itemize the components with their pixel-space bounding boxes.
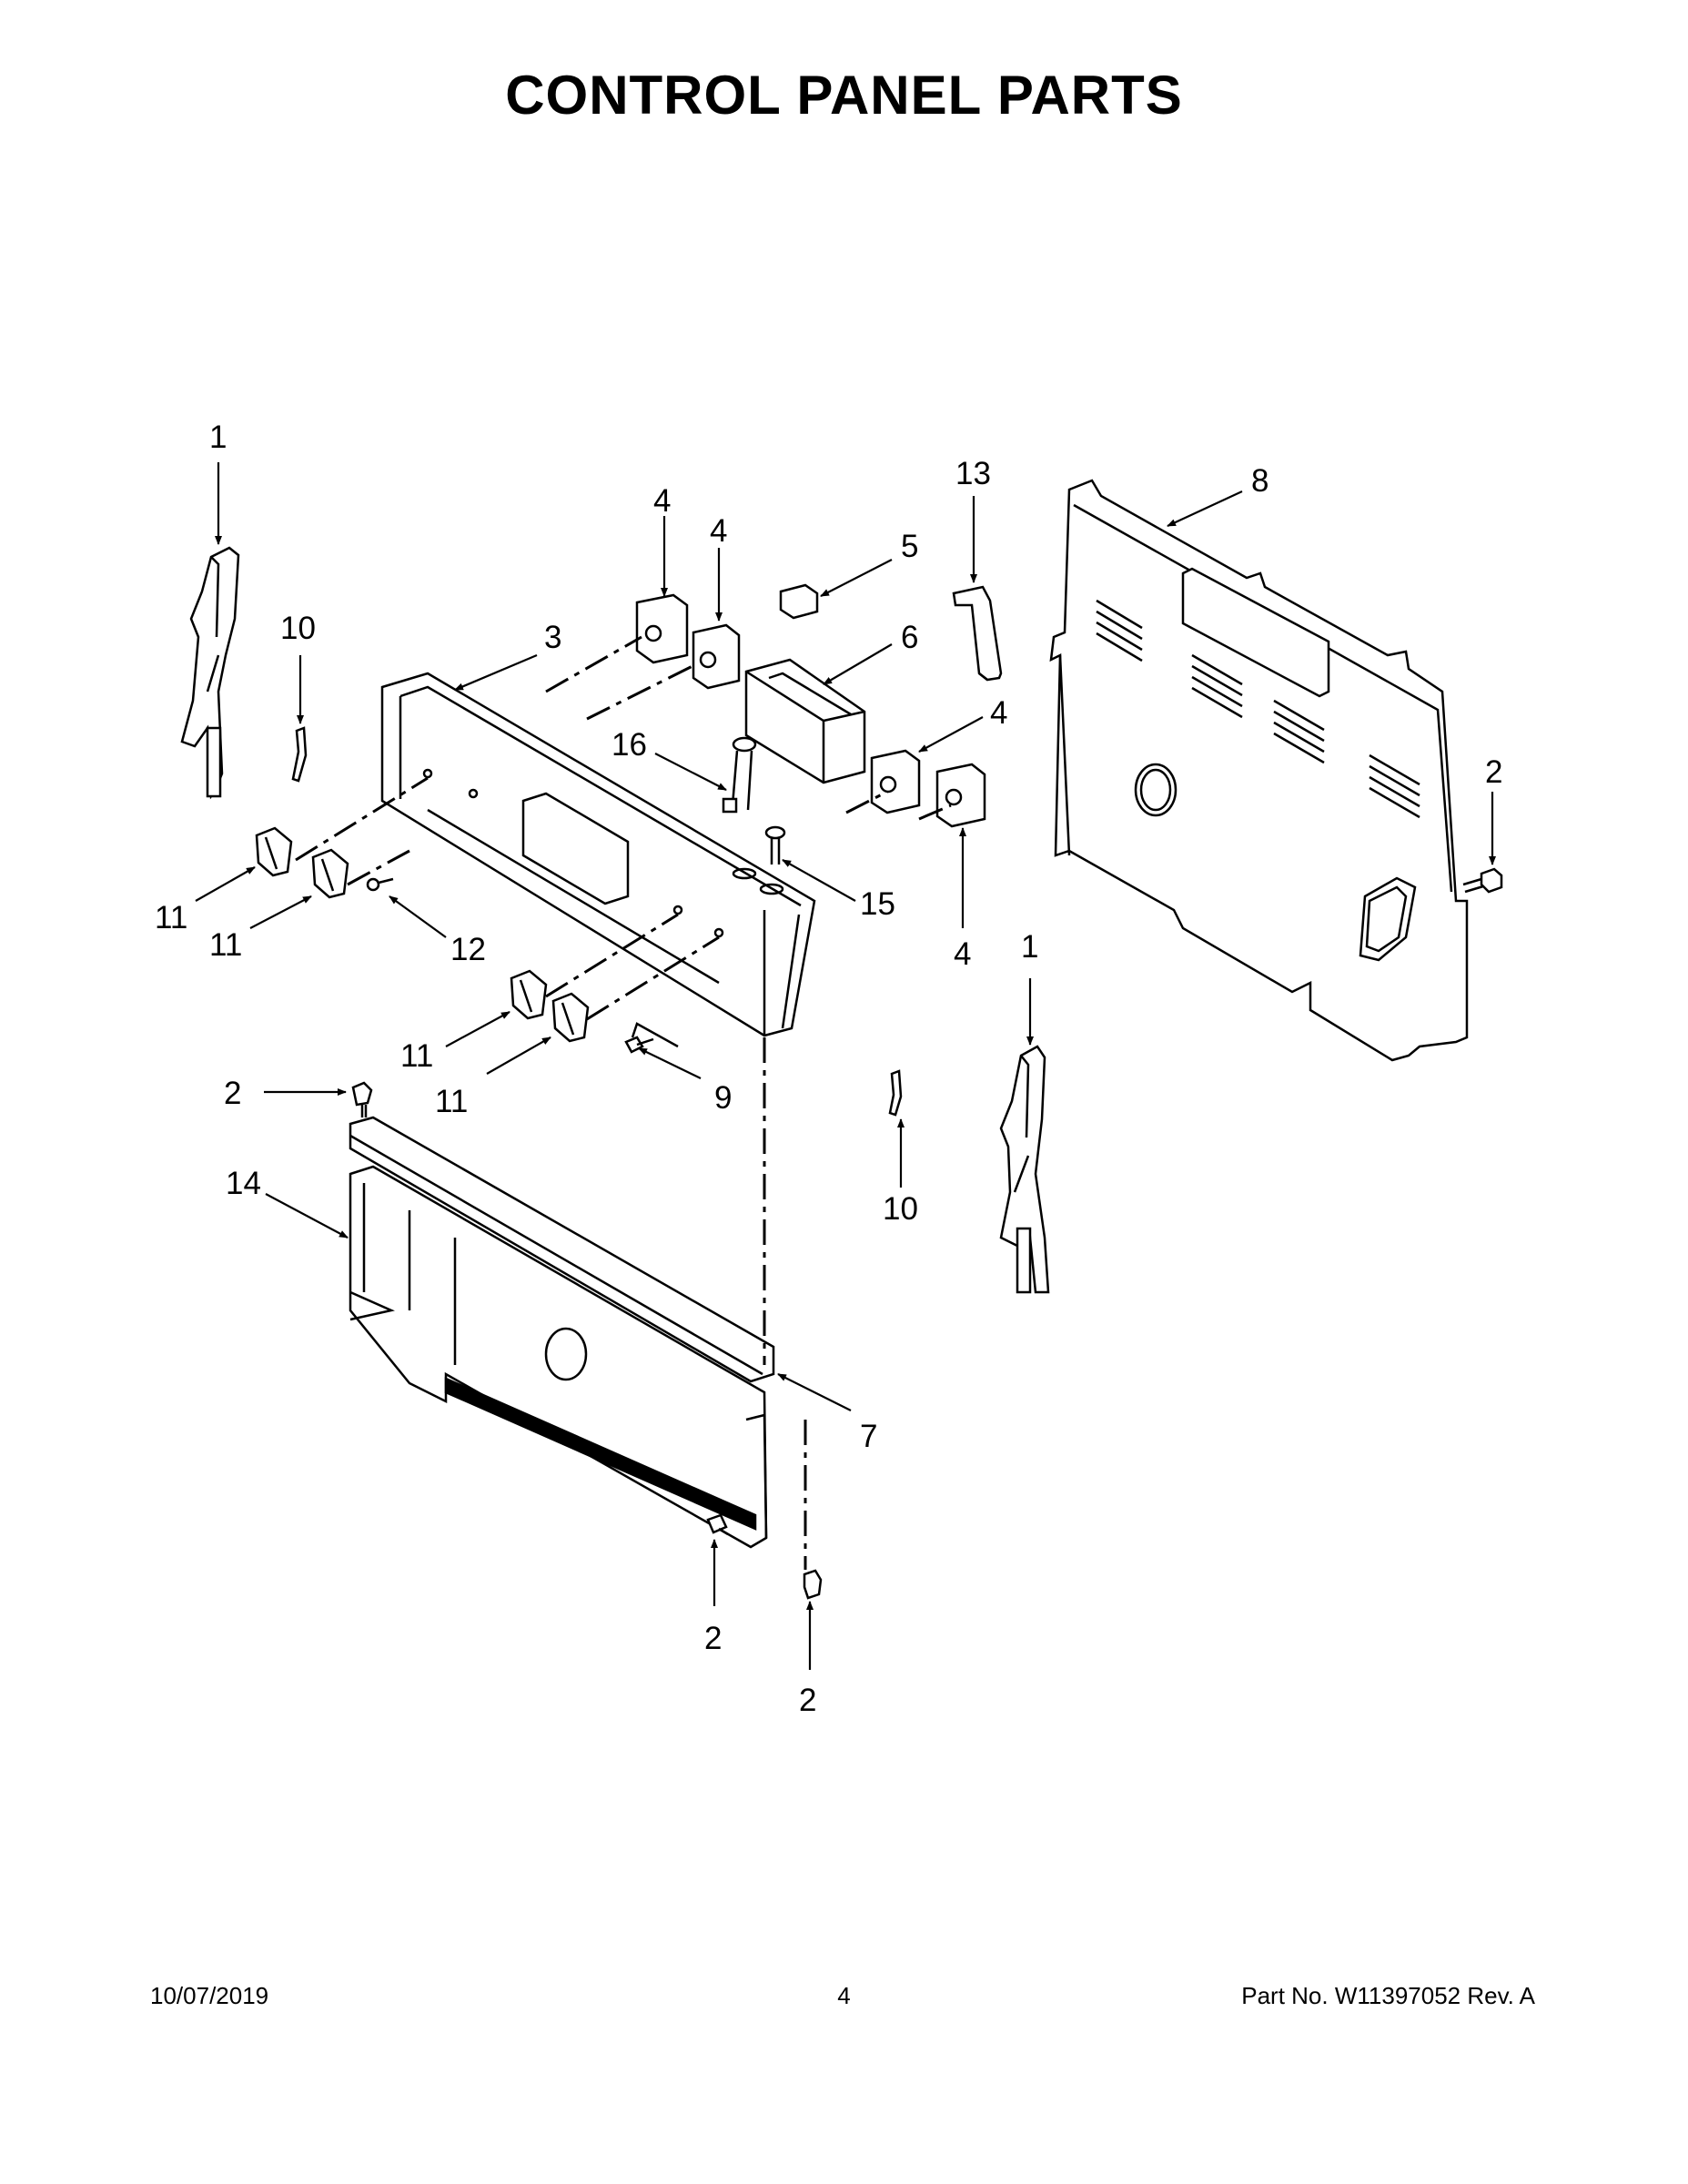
callout-10-left: 10 xyxy=(280,611,316,646)
callout-2-right: 2 xyxy=(1485,754,1502,790)
wire-clip-left xyxy=(291,726,308,783)
screw-12 xyxy=(366,877,394,892)
callout-7: 7 xyxy=(860,1419,877,1454)
callout-16: 16 xyxy=(612,727,647,763)
callout-4-b: 4 xyxy=(710,513,727,549)
callout-2-left: 2 xyxy=(224,1076,241,1111)
screw-15 xyxy=(764,825,786,864)
callout-11-d: 11 xyxy=(435,1084,468,1119)
lower-panel-assembly xyxy=(349,1116,775,1549)
infinite-switch-1 xyxy=(635,593,689,664)
callout-10-right: 10 xyxy=(883,1191,918,1227)
callout-4-c: 4 xyxy=(990,695,1007,731)
screw-2-bottom-1 xyxy=(706,1513,729,1536)
callout-13: 13 xyxy=(955,456,991,491)
callout-12: 12 xyxy=(450,932,486,967)
callout-2-bottom-b: 2 xyxy=(799,1683,816,1718)
callout-3: 3 xyxy=(544,620,561,655)
indicator-light xyxy=(779,583,819,620)
footer-date: 10/07/2019 xyxy=(150,1982,269,2009)
infinite-switch-2 xyxy=(692,623,741,690)
knob-2 xyxy=(311,848,349,899)
support-bracket xyxy=(952,585,1003,682)
infinite-switch-4 xyxy=(935,763,986,828)
side-bracket-left xyxy=(180,546,240,800)
callouts: 1 10 3 4 4 5 6 4 4 13 8 2 16 15 11 11 12… xyxy=(155,420,1502,1718)
wire-harness xyxy=(722,736,757,814)
wire-clip-right xyxy=(888,1069,903,1117)
callout-2-bottom-a: 2 xyxy=(704,1621,722,1656)
assembly-lines xyxy=(295,635,952,1570)
footer-page-number: 4 xyxy=(837,1982,851,2009)
side-bracket-right xyxy=(999,1045,1050,1294)
callout-8: 8 xyxy=(1251,463,1269,499)
callout-11-c: 11 xyxy=(400,1038,433,1074)
callout-15: 15 xyxy=(860,886,895,922)
callout-11-a: 11 xyxy=(155,900,187,935)
callout-6: 6 xyxy=(901,620,918,655)
page-title: CONTROL PANEL PARTS xyxy=(505,65,1183,126)
rear-panel xyxy=(1049,479,1469,1062)
callout-5: 5 xyxy=(901,529,918,564)
screw-2-bottom-2 xyxy=(803,1569,823,1600)
electronic-control-board xyxy=(744,658,866,784)
screw-2-right xyxy=(1462,867,1503,894)
infinite-switch-3 xyxy=(870,749,921,814)
knob-3 xyxy=(510,969,548,1020)
callout-1-right: 1 xyxy=(1021,929,1038,965)
callout-9: 9 xyxy=(714,1080,732,1116)
knob-1 xyxy=(255,826,293,877)
knob-4 xyxy=(551,992,590,1043)
callout-1-left: 1 xyxy=(209,420,227,455)
callout-14: 14 xyxy=(226,1166,261,1201)
callout-11-b: 11 xyxy=(209,927,242,963)
callout-4-d: 4 xyxy=(954,936,971,972)
leader-arrows xyxy=(195,462,1496,1670)
screw-2-left xyxy=(351,1081,373,1117)
callout-4-a: 4 xyxy=(653,483,671,519)
footer-part-number: Part No. W11397052 Rev. A xyxy=(1241,1982,1535,2009)
